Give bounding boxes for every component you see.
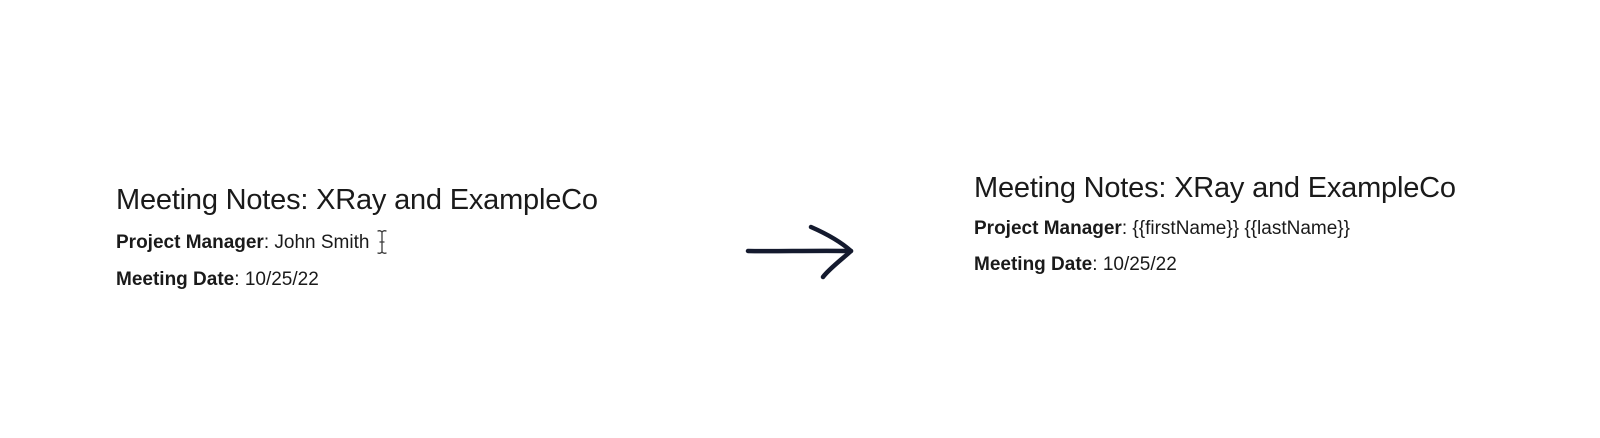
before-project-manager-line: Project Manager: John Smith xyxy=(116,229,598,255)
before-meeting-date-line: Meeting Date: 10/25/22 xyxy=(116,268,598,291)
text-cursor-icon xyxy=(377,229,388,255)
before-project-manager-separator: : xyxy=(263,232,275,253)
after-project-manager-separator: : xyxy=(1121,218,1133,239)
after-project-manager-value[interactable]: {{firstName}} {{lastName}} xyxy=(1132,218,1350,239)
after-meeting-date-separator: : xyxy=(1092,254,1103,275)
before-document-title: Meeting Notes: XRay and ExampleCo xyxy=(116,184,598,216)
before-meeting-date-separator: : xyxy=(234,269,245,290)
after-meeting-date-line: Meeting Date: 10/25/22 xyxy=(974,253,1456,276)
after-document: Meeting Notes: XRay and ExampleCo Projec… xyxy=(974,171,1456,289)
before-project-manager-label: Project Manager xyxy=(116,232,264,253)
right-arrow-icon xyxy=(745,224,857,285)
after-document-title: Meeting Notes: XRay and ExampleCo xyxy=(974,172,1456,204)
after-project-manager-line: Project Manager: {{firstName}} {{lastNam… xyxy=(974,217,1456,240)
before-project-manager-value[interactable]: John Smith xyxy=(274,232,370,253)
after-meeting-date-value[interactable]: 10/25/22 xyxy=(1102,254,1177,275)
after-meeting-date-label: Meeting Date xyxy=(974,254,1093,275)
before-meeting-date-value[interactable]: 10/25/22 xyxy=(244,269,319,290)
before-meeting-date-label: Meeting Date xyxy=(116,269,235,290)
after-project-manager-label: Project Manager xyxy=(974,218,1122,239)
before-document: Meeting Notes: XRay and ExampleCo Projec… xyxy=(116,183,598,304)
